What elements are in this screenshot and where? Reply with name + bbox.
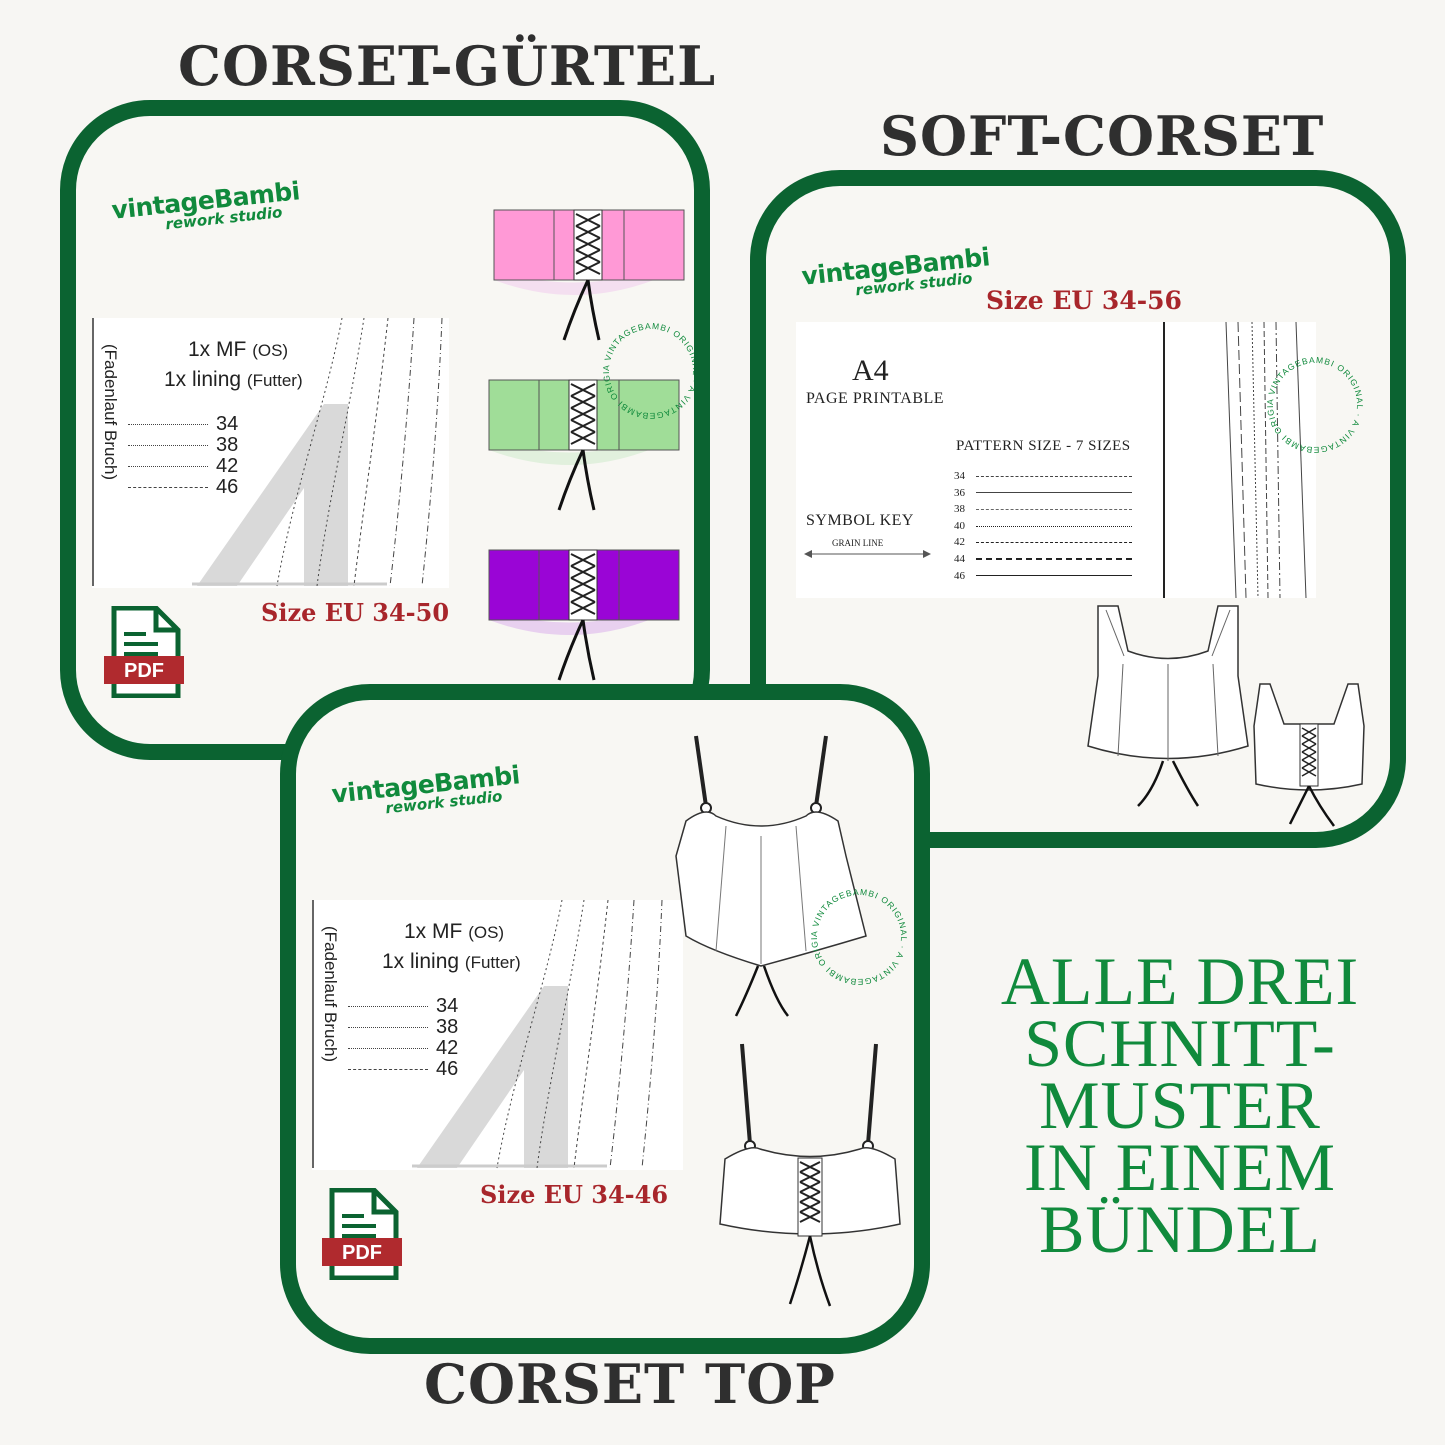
size-legend: 34 38 42 46: [128, 414, 238, 498]
size-row: 34: [348, 996, 458, 1017]
symbol-key-label: SYMBOL KEY: [806, 512, 914, 529]
pattern-sheet: (Fadenlauf Bruch) 1x MF (OS) 1x lining (…: [312, 900, 683, 1170]
svg-text:A VINTAGEBAMBI ORIGINAL · A VI: A VINTAGEBAMBI ORIGINAL · A VINTAGEBAMBI…: [804, 882, 909, 987]
size-row: 38: [128, 435, 238, 456]
a4-pattern-sheet: A4 PAGE PRINTABLE PATTERN SIZE - 7 SIZES…: [796, 322, 1316, 598]
bundle-line: IN EINEM: [1023, 1129, 1337, 1205]
original-stamp: A VINTAGEBAMBI ORIGINAL · A VINTAGEBAMBI…: [1260, 350, 1365, 455]
soft-corset-back-illustration: [1253, 683, 1365, 827]
pdf-icon: PDF: [322, 1188, 402, 1280]
a4-title: A4: [852, 354, 889, 387]
heading-corset-guertel: CORSET-GÜRTEL: [178, 34, 717, 98]
fold-label: (Fadenlauf Bruch): [101, 344, 120, 481]
brand-logo: vintageBambi rework studio: [330, 760, 522, 818]
pdf-label: PDF: [124, 660, 164, 682]
pattern-sheet: (Fadenlauf Bruch) 1x MF (OS) 1x lining (…: [92, 318, 449, 588]
size-legend: 34 38 42 46: [348, 996, 458, 1080]
a4-subtitle: PAGE PRINTABLE: [806, 390, 945, 407]
corset-top-back-illustration: [719, 1043, 901, 1307]
pieces-main: 1x MF (OS): [188, 338, 289, 361]
pdf-icon: PDF: [104, 606, 184, 698]
size-row: 46: [128, 477, 238, 498]
card-corset-guertel: vintageBambi rework studio (Fadenlauf Br…: [60, 100, 710, 760]
belt-purple: [488, 549, 680, 681]
corset-top-front-illustration: [675, 735, 867, 1017]
bundle-line: BÜNDEL: [1039, 1191, 1321, 1267]
size-row: 42: [348, 1038, 458, 1059]
grain-line-label: GRAIN LINE: [832, 538, 884, 548]
pattern-size-label: PATTERN SIZE - 7 SIZES: [956, 438, 1131, 454]
original-stamp: A VINTAGEBAMBI ORIGINAL · A VINTAGEBAMBI…: [804, 882, 909, 987]
bundle-text: ALLE DREI SCHNITT- MUSTER IN EINEM BÜNDE…: [990, 943, 1370, 1267]
size-row: 46: [348, 1059, 458, 1080]
heading-corset-top: CORSET TOP: [424, 1352, 836, 1416]
grain-line-arrow: [804, 550, 931, 558]
original-stamp: A VINTAGEBAMBI ORIGINAL · A VINTAGEBAMBI…: [596, 316, 701, 421]
bundle-line: SCHNITT-: [1024, 1005, 1336, 1081]
belt-pink: [493, 209, 685, 341]
fold-label: (Fadenlauf Bruch): [321, 926, 340, 1063]
svg-text:A VINTAGEBAMBI ORIGINAL · A VI: A VINTAGEBAMBI ORIGINAL · A VINTAGEBAMBI…: [1260, 350, 1365, 455]
size-legend: 34 36 38 40 42 44 46: [954, 468, 1132, 584]
pdf-label: PDF: [342, 1242, 382, 1264]
brand-logo: vintageBambi rework studio: [110, 176, 302, 234]
card-corset-top: vintageBambi rework studio (Fadenlauf Br…: [280, 684, 930, 1354]
pattern-lines-graphic: [312, 900, 663, 1169]
bundle-line: MUSTER: [1039, 1067, 1321, 1143]
bundle-line: ALLE DREI: [1000, 943, 1360, 1019]
pieces-lining: 1x lining (Futter): [164, 368, 303, 391]
svg-text:A VINTAGEBAMBI ORIGINAL · A VI: A VINTAGEBAMBI ORIGINAL · A VINTAGEBAMBI…: [596, 316, 701, 421]
brand-logo: vintageBambi rework studio: [800, 242, 992, 300]
pattern-lines-graphic: [92, 318, 443, 587]
pieces-main: 1x MF (OS): [404, 920, 505, 943]
card-soft-corset: vintageBambi rework studio Size EU 34-56…: [750, 170, 1406, 848]
belt-illustrations: [488, 209, 685, 681]
size-row: 42: [128, 456, 238, 477]
belt-green: [488, 379, 680, 511]
size-range: Size EU 34-56: [986, 286, 1182, 315]
soft-corset-front-illustration: [1087, 605, 1249, 807]
pattern-lines-graphic: [1163, 322, 1307, 598]
size-range: Size EU 34-50: [261, 598, 450, 627]
size-row: 38: [348, 1017, 458, 1038]
heading-soft-corset: SOFT-CORSET: [880, 104, 1325, 168]
pieces-lining: 1x lining (Futter): [382, 950, 521, 973]
size-range: Size EU 34-46: [480, 1180, 669, 1209]
size-row: 34: [128, 414, 238, 435]
